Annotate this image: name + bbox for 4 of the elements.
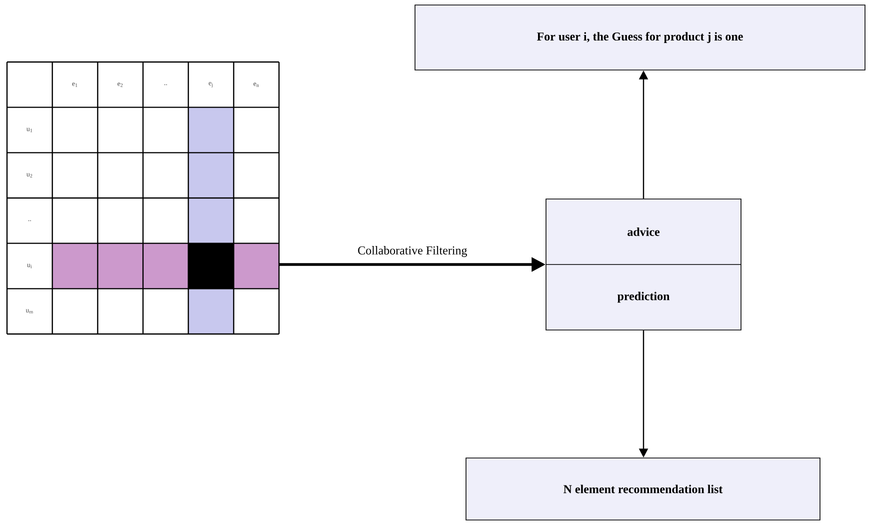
split-box: advice prediction [546, 198, 742, 330]
edge-label: Collaborative Filtering [358, 246, 468, 257]
process-box: N element recommendation list [466, 458, 820, 520]
process-box: For user i, the Guess for product j is one [414, 4, 866, 70]
